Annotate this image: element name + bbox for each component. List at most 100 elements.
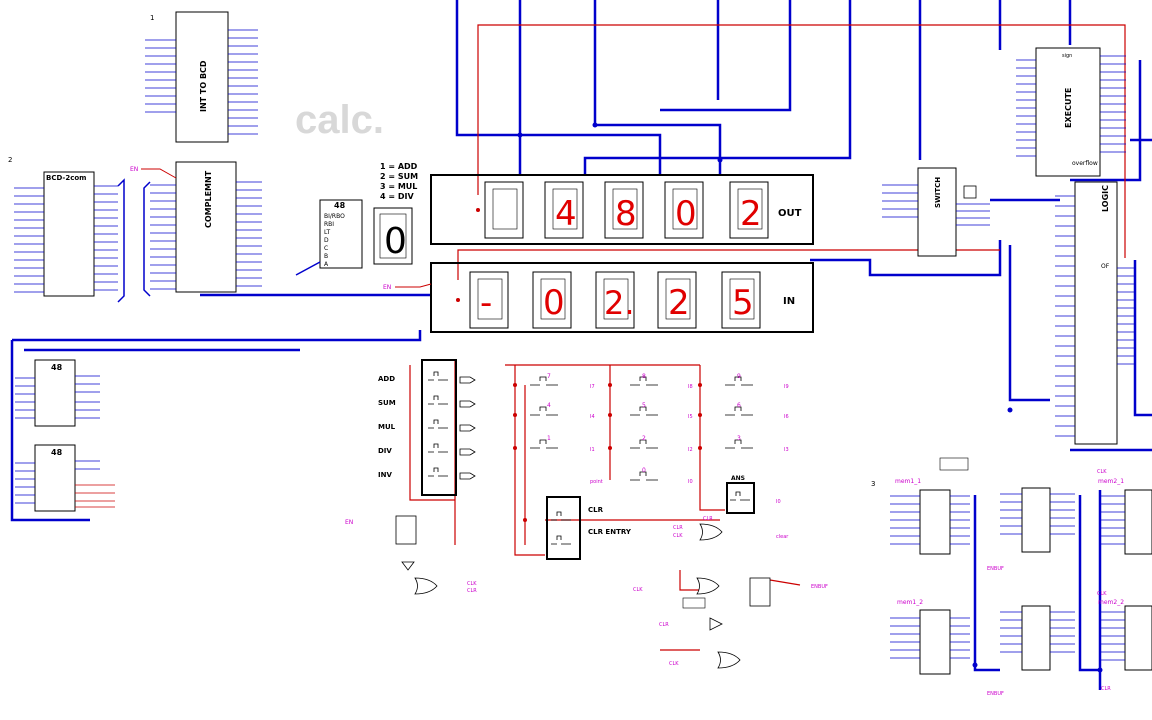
switch-label: SWITCH [934, 177, 942, 208]
memory-register-1-2: mem1_2 [890, 599, 970, 675]
decoder-pin-bi: BI/RBO [324, 213, 345, 220]
mem1-1-label: mem1_1 [895, 478, 921, 485]
clr-entry-button[interactable]: CLR ENTRY [588, 528, 632, 536]
key-out-point: point [590, 479, 603, 485]
key-out-i3: I3 [784, 447, 789, 453]
in-digit-2: 0 [532, 271, 572, 329]
ans-out-i0: I0 [776, 499, 781, 505]
key-out-i9: I9 [784, 384, 789, 390]
section-number-1: 1 [150, 14, 154, 22]
in-display-label: IN [783, 296, 795, 307]
out-digit-3-value: 8 [615, 194, 637, 234]
out-digit-1 [484, 181, 524, 239]
buffer-upper-enbuf: ENBUF [987, 566, 1004, 572]
decoder-pin-c: C [324, 245, 328, 252]
operation-button-column: ADD SUM MUL DIV INV [378, 359, 476, 496]
key-0[interactable]: 0 [642, 467, 646, 474]
clr-gate-in: CLR [673, 525, 683, 531]
clk-gate-in: CLK [673, 533, 683, 539]
bcd-2com-label: BCD-2com [46, 174, 86, 182]
mem2-2-clk: CLK [1097, 591, 1107, 597]
key-out-i0: I0 [688, 479, 693, 485]
op-inv-label: INV [378, 471, 392, 479]
decoder-pin-d: D [324, 237, 329, 244]
decoder-left-upper-label: 48 [51, 363, 63, 372]
mode-div-text: 4 = DIV [380, 192, 414, 201]
key-out-i4: I4 [590, 414, 595, 420]
keypad-grid: 7 8 9 4 5 6 1 2 3 0 I7 I8 I9 I4 I5 I6 I1… [530, 373, 789, 485]
decoder-pin-b: B [324, 253, 328, 260]
key-out-i1: I1 [590, 447, 595, 453]
memory-register-2-1: CLK mem2_1 [1097, 469, 1152, 555]
key-3[interactable]: 3 [737, 435, 741, 442]
op-sum-label: SUM [378, 399, 396, 407]
ans-button[interactable]: ANS I0 [726, 475, 781, 514]
in-en-label: EN [383, 284, 391, 291]
decoder-pin-a: A [324, 261, 329, 268]
bcd-decoder-main: 48 BI/RBO RBI LT D C B A [295, 199, 363, 276]
op-mul-label: MUL [378, 423, 396, 431]
clr-signal: CLR [703, 516, 713, 522]
key-2[interactable]: 2 [642, 435, 646, 442]
key-out-i8: I8 [688, 384, 693, 390]
key-5[interactable]: 5 [642, 402, 646, 409]
out-display-label: OUT [778, 208, 802, 219]
ff-clk-label: CLK [467, 581, 477, 587]
key-7[interactable]: 7 [547, 373, 551, 380]
en-flipflop: EN CLK CLR [345, 515, 477, 595]
key-8[interactable]: 8 [642, 373, 646, 380]
watermark-title: calc. [295, 98, 384, 142]
output-display-panel: 4 8 0 2 OUT [430, 174, 814, 245]
memory-register-1-1: mem1_1 [890, 457, 970, 555]
key-out-i2: I2 [688, 447, 693, 453]
enbuf-logic: CLK ENBUF CLR CLK [633, 577, 828, 669]
enbuf-clr-label: CLR [659, 622, 669, 628]
in-digit-3-value: 2. [604, 284, 635, 322]
buffer-register-upper: ENBUF [987, 487, 1075, 572]
key-9[interactable]: 9 [737, 373, 741, 380]
enbuf-out-label: ENBUF [811, 584, 828, 590]
decoder-left-lower: 48 [15, 444, 115, 512]
decoder-left-upper: 48 [15, 359, 100, 427]
input-display-panel: - 0 2. 2 5 IN [430, 262, 814, 333]
out-digit-4: 0 [664, 181, 704, 239]
in-digit-5: 5 [721, 271, 761, 329]
execute-block: EXECUTE overflow sign [1016, 47, 1126, 177]
mode-sum-text: 2 = SUM [380, 172, 418, 181]
control-wires-red [409, 24, 1126, 651]
op-add-label: ADD [378, 375, 395, 383]
single-display-digit: 0 [384, 221, 407, 262]
mode-legend: 1 = ADD 2 = SUM 3 = MUL 4 = DIV [380, 162, 418, 201]
red-junction-dots [456, 208, 702, 522]
enbuf-clk-label: CLK [633, 587, 643, 593]
ff-clr-label: CLR [467, 588, 477, 594]
mode-mul-text: 3 = MUL [380, 182, 417, 191]
complement-chip: COMPLEMNT [143, 161, 262, 297]
decoder-left-lower-label: 48 [51, 448, 63, 457]
key-out-i6: I6 [784, 414, 789, 420]
section-number-2: 2 [8, 156, 12, 164]
clear-signal: clear [776, 534, 789, 540]
key-6[interactable]: 6 [737, 402, 741, 409]
ff-en-label: EN [345, 519, 353, 526]
in-digit-1-value: - [480, 283, 492, 323]
en-signal-label: EN [130, 166, 138, 173]
mem1-2-label: mem1_2 [897, 599, 923, 606]
in-digit-2-value: 0 [543, 283, 565, 323]
key-4[interactable]: 4 [547, 402, 551, 409]
single-seven-segment-display: 0 [373, 207, 413, 265]
mem2-1-label: mem2_1 [1098, 478, 1124, 485]
int-to-bcd-label: INT TO BCD [199, 60, 208, 112]
op-div-label: DIV [378, 447, 392, 455]
switch-block: SWITCH [882, 167, 990, 257]
junction-dots [517, 122, 1103, 673]
clr-button[interactable]: CLR [588, 506, 604, 514]
main-bus-wires [10, 0, 1152, 690]
in-digit-4: 2 [657, 271, 697, 329]
in-digit-3: 2. [595, 271, 635, 329]
decoder-label: 48 [334, 201, 346, 210]
out-digit-5: 2 [729, 181, 769, 239]
decoder-pin-lt: LT [324, 229, 331, 236]
key-1[interactable]: 1 [547, 435, 551, 442]
bcd-2com-chip: BCD-2com [14, 171, 125, 303]
